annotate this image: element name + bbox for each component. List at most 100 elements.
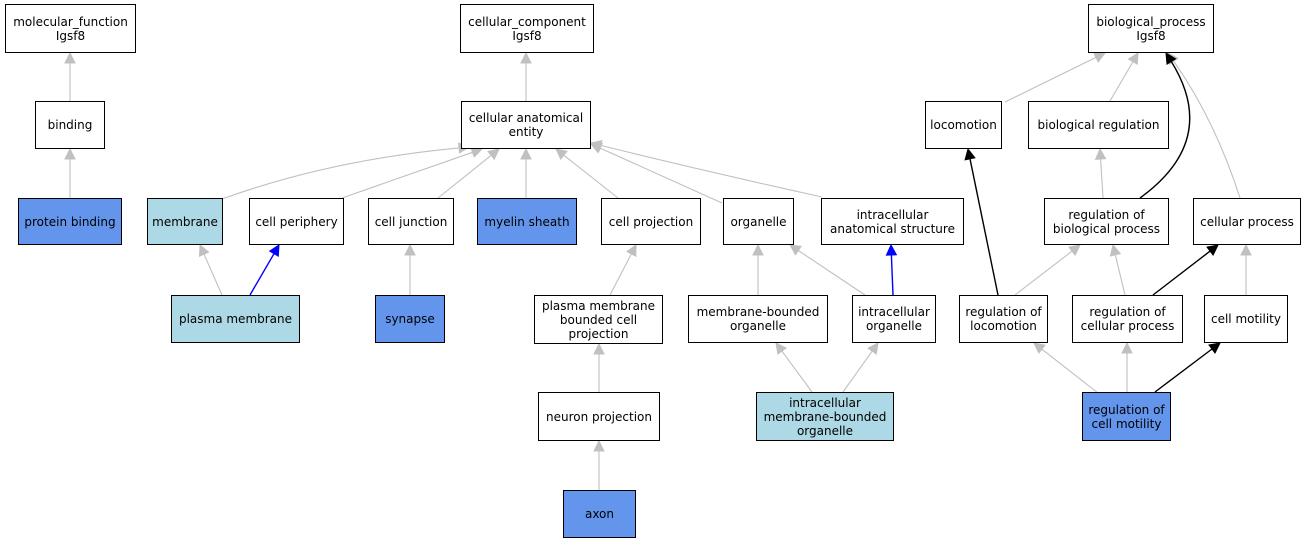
edge-line xyxy=(1114,254,1126,296)
arrowhead xyxy=(64,147,76,160)
node-label-line: membrane xyxy=(152,214,218,229)
edge-line xyxy=(249,253,275,296)
edge-part-of-intracellular-organelle-to-intracellular-anatomical-structure xyxy=(885,243,898,296)
node-label-line: regulation of xyxy=(1088,402,1165,417)
edge-is-a-neuron-projection-to-plasma-membrane-bounded-cell-projection xyxy=(593,342,605,392)
node-label-line: cellular process xyxy=(1200,214,1294,229)
node-cell-periphery[interactable]: cell periphery xyxy=(249,198,344,245)
edge-line xyxy=(1004,56,1097,103)
edge-is-a-regulation-of-cellular-process-to-regulation-of-biological-process xyxy=(1109,243,1126,296)
edge-is-a-regulation-of-cell-motility-to-regulation-of-cellular-process xyxy=(1121,341,1133,392)
edge-line xyxy=(1154,348,1213,393)
node-label-line: intracellular xyxy=(789,395,861,410)
arrowhead xyxy=(1033,342,1046,355)
node-cell-motility[interactable]: cell motility xyxy=(1204,295,1288,343)
node-label-line: cell junction xyxy=(374,214,448,229)
node-label-line: regulation of xyxy=(965,305,1042,319)
edge-line xyxy=(221,147,460,200)
arrowhead xyxy=(1206,244,1219,257)
node-synapse[interactable]: synapse xyxy=(375,295,445,343)
edge-line xyxy=(600,144,823,198)
node-label-line: membrane-bounded xyxy=(763,409,887,424)
arrowhead xyxy=(626,244,637,258)
arrowhead xyxy=(885,243,898,256)
node-label-line: plasma membrane xyxy=(178,312,293,326)
arrowhead xyxy=(487,148,500,161)
node-cell-projection[interactable]: cell projection xyxy=(601,198,701,245)
node-neuron-projection[interactable]: neuron projection xyxy=(538,392,660,441)
node-membrane[interactable]: membrane xyxy=(147,198,223,245)
node-label-line: cell periphery xyxy=(255,214,338,229)
arrowhead xyxy=(520,147,532,160)
edge-line xyxy=(203,253,223,296)
edge-line xyxy=(1152,250,1211,296)
edge-line xyxy=(437,154,492,199)
arrowhead xyxy=(867,342,879,355)
node-label-line: binding xyxy=(47,118,93,132)
node-label-line: bounded cell xyxy=(559,312,638,327)
node-label-line: cell motility xyxy=(1091,416,1162,431)
edge-line xyxy=(1041,348,1099,394)
arrowhead xyxy=(64,51,76,64)
arrowhead xyxy=(1208,342,1221,354)
node-myelin-sheath[interactable]: myelin sheath xyxy=(477,198,577,245)
arrowhead xyxy=(198,243,210,257)
edge-is-a-axon-to-neuron-projection xyxy=(593,439,605,490)
arrowhead xyxy=(268,244,280,258)
arrowhead xyxy=(752,243,764,256)
node-plasma-membrane[interactable]: plasma membrane xyxy=(171,295,300,343)
edge-regulates-regulation-of-cell-motility-to-cell-motility xyxy=(1154,342,1221,393)
arrowhead xyxy=(1068,244,1081,257)
arrowhead xyxy=(1127,52,1139,66)
edge-is-a-synapse-to-cell-junction xyxy=(404,243,416,295)
node-binding[interactable]: binding xyxy=(35,101,105,149)
edge-is-a-biological-regulation-to-biological-process xyxy=(1109,52,1139,102)
node-label-line: organelle xyxy=(865,319,923,333)
edge-is-a-protein-binding-to-binding xyxy=(64,147,76,198)
node-label-line: regulation of xyxy=(1068,207,1145,222)
node-organelle[interactable]: organelle xyxy=(723,198,794,245)
edge-is-a-binding-to-molecular-function xyxy=(64,51,76,101)
edge-is-a-plasma-membrane-bounded-cell-projection-to-cell-projection xyxy=(609,244,637,296)
edge-is-a-intracellular-organelle-to-organelle xyxy=(789,244,866,296)
edge-is-a-cellular-anatomical-entity-to-cellular-component xyxy=(520,51,532,101)
node-label-line: cell motility xyxy=(1210,312,1281,326)
node-label-line: locomotion xyxy=(970,319,1037,333)
edge-is-a-regulation-of-cell-motility-to-regulation-of-locomotion xyxy=(1033,342,1099,394)
arrowhead xyxy=(404,243,416,256)
node-label-line: intracellular xyxy=(858,305,930,319)
node-protein-binding[interactable]: protein binding xyxy=(18,198,122,245)
node-cell-junction[interactable]: cell junction xyxy=(368,198,454,245)
edge-is-a-plasma-membrane-to-membrane xyxy=(198,243,223,296)
node-locomotion[interactable]: locomotion xyxy=(925,101,1002,149)
arrowhead xyxy=(520,51,532,64)
edge-is-a-intracellular-membrane-bounded-organelle-to-membrane-bounded-organelle xyxy=(775,342,813,393)
arrowhead xyxy=(589,139,603,152)
edge-line xyxy=(1014,250,1073,296)
node-label-line: organelle xyxy=(730,214,787,229)
node-label-line: anatomical structure xyxy=(830,221,955,236)
node-biological-regulation[interactable]: biological regulation xyxy=(1028,101,1169,149)
arrowhead xyxy=(1240,243,1252,256)
node-axon[interactable]: axon xyxy=(563,490,636,538)
node-label-line: axon xyxy=(584,507,615,521)
edge-line xyxy=(969,158,999,296)
node-cellular-process[interactable]: cellular process xyxy=(1193,198,1301,245)
edge-line xyxy=(1173,60,1241,199)
edge-line xyxy=(1109,61,1134,102)
